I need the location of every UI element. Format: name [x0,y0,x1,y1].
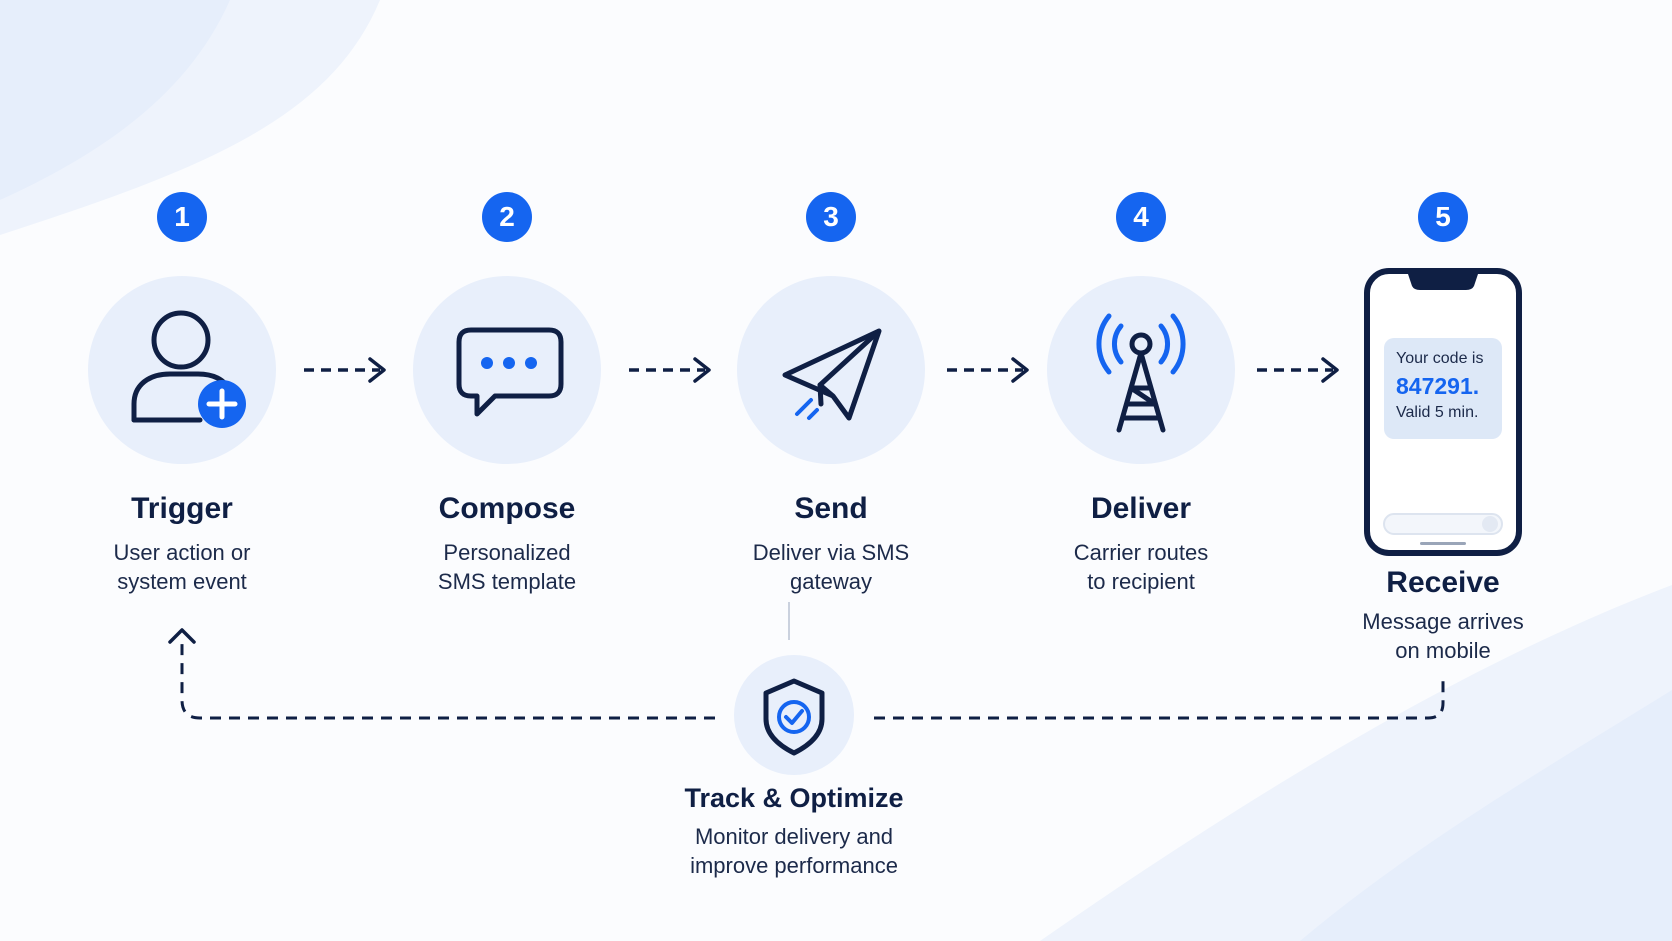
track-desc-line2: improve performance [690,853,898,878]
track-description: Monitor delivery and improve performance [634,822,954,880]
step-1-desc-line2: system event [117,569,247,594]
step-5-description: Message arrives on mobile [1283,607,1603,665]
track-title: Track & Optimize [684,783,904,813]
step-3-badge: 3 [806,192,856,242]
track-icon-circle [734,655,854,775]
step-5-title: Receive [1386,566,1500,599]
step-5-badge: 5 [1418,192,1468,242]
step-4-icon-circle [1047,276,1235,464]
step-3-desc-line1: Deliver via SMS [752,540,910,565]
step-4-description: Carrier routes to recipient [981,538,1301,596]
cell-tower-icon [1096,313,1186,433]
track-desc-line1: Monitor delivery and [694,824,894,849]
step-4-desc-line1: Carrier routes [1073,540,1209,565]
arrow-2-to-3 [629,357,711,383]
sms-line-3: Valid 5 min. [1396,404,1479,421]
chat-bubble-icon [456,327,564,417]
step-2-desc-line1: Personalized [443,540,571,565]
step-2-badge: 2 [482,192,532,242]
step-5-desc-line2: on mobile [1395,638,1491,663]
shield-check-icon [763,678,825,756]
step-2-desc-line2: SMS template [437,569,577,594]
step-4-desc-line2: to recipient [1087,569,1195,594]
step-1-title: Trigger [131,492,233,525]
step-3-icon-circle [737,276,925,464]
step-2-description: Personalized SMS template [347,538,667,596]
step-1-description: User action or system event [22,538,342,596]
step-3-title: Send [794,492,868,525]
step-1-badge: 1 [157,192,207,242]
arrow-4-to-5 [1257,357,1339,383]
paper-plane-icon [782,328,882,421]
step-1-desc-line1: User action or [113,540,251,565]
user-add-icon [131,310,246,428]
arrow-1-to-2 [304,357,386,383]
step-5-desc-line1: Message arrives [1362,609,1524,634]
arrow-3-to-4 [947,357,1029,383]
sms-code: 847291. [1396,373,1480,399]
step-3-description: Deliver via SMS gateway [671,538,991,596]
step-3-desc-line2: gateway [790,569,872,594]
sms-message-bubble: Your code is 847291. Valid 5 min. [1384,338,1502,439]
step-2-title: Compose [438,492,576,525]
sms-line-1: Your code is [1396,350,1484,367]
step-1-icon-circle [88,276,276,464]
step-4-badge: 4 [1116,192,1166,242]
step-2-icon-circle [413,276,601,464]
step-4-title: Deliver [1090,492,1192,525]
